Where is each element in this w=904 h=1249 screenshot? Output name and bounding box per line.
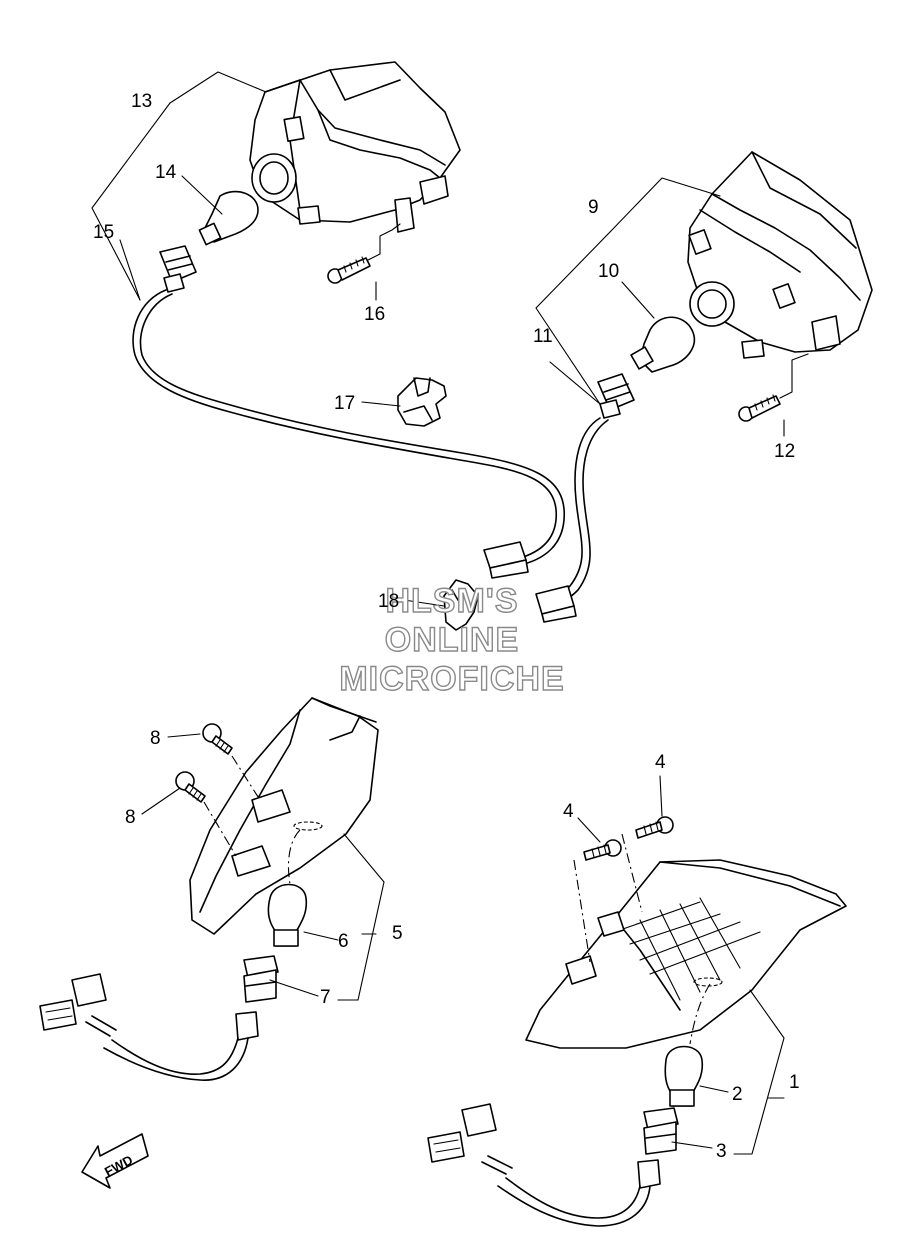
wire-harness-11 — [535, 417, 609, 623]
callout-2: 2 — [732, 1084, 743, 1105]
socket-7 — [235, 955, 279, 1041]
flasher-housing-right — [687, 151, 873, 359]
callout-5: 5 — [392, 923, 403, 944]
bulb-10 — [630, 316, 695, 373]
callout-4a: 4 — [655, 752, 666, 773]
callout-18: 18 — [378, 591, 399, 612]
callout-16: 16 — [364, 304, 385, 325]
watermark-line-3: MICROFICHE — [339, 660, 564, 698]
callout-14: 14 — [155, 162, 177, 183]
bulb-6 — [267, 883, 308, 947]
callout-1: 1 — [789, 1072, 800, 1093]
callout-8a: 8 — [150, 728, 161, 749]
bulb-2 — [664, 1045, 704, 1107]
leaders-left-flasher — [91, 71, 401, 407]
callout-6: 6 — [338, 931, 349, 952]
socket-11 — [597, 373, 635, 419]
leaders-bottom-left — [269, 833, 385, 1001]
screws-4 — [573, 775, 674, 963]
screw-16 — [327, 223, 401, 284]
wire-harness-15 — [132, 289, 565, 579]
socket-15 — [159, 245, 197, 293]
callout-3: 3 — [716, 1141, 727, 1162]
leaders-bottom-right — [671, 989, 785, 1155]
callout-12: 12 — [774, 441, 795, 462]
callout-15: 15 — [93, 222, 114, 243]
flasher-housing-left — [249, 61, 461, 233]
callout-4b: 4 — [563, 801, 574, 822]
callout-8b: 8 — [125, 807, 136, 828]
callout-17: 17 — [334, 393, 355, 414]
bulb-14 — [198, 190, 259, 246]
callout-7: 7 — [320, 987, 331, 1008]
socket-3 — [637, 1107, 679, 1189]
watermark: HLSM'S ONLINE MICROFICHE — [339, 581, 565, 698]
callout-numbers: 13 14 15 16 17 9 10 11 12 18 8 8 6 5 7 4… — [93, 91, 800, 1162]
fwd-arrow-icon: FWD — [81, 1133, 149, 1189]
watermark-line-1: HLSM'S — [385, 582, 518, 620]
callout-10: 10 — [598, 261, 619, 282]
leaders-right-flasher — [535, 177, 785, 437]
screw-12 — [738, 353, 809, 422]
callout-13: 13 — [131, 91, 152, 112]
clip-18 — [403, 579, 479, 631]
screws-8 — [141, 723, 261, 857]
callout-9: 9 — [588, 197, 599, 218]
clip-17 — [397, 377, 447, 427]
wire-harness-3 — [427, 1103, 651, 1227]
wire-harness-7 — [39, 973, 249, 1081]
lens-5 — [189, 697, 379, 935]
lens-1 — [525, 859, 847, 1049]
watermark-line-2: ONLINE — [385, 621, 519, 659]
callout-11: 11 — [533, 326, 553, 347]
